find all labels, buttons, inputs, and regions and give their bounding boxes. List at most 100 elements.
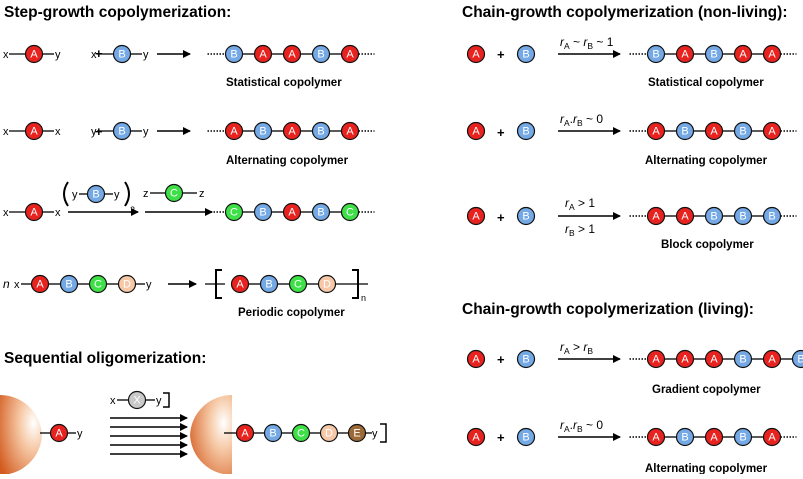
plus-sign: + (497, 352, 505, 367)
rate-condition: rA.rB ~ 0 (560, 112, 603, 128)
monomer-label: B (317, 207, 324, 219)
monomer-label: A (652, 211, 660, 223)
monomer-label: B (768, 211, 775, 223)
monomer-label: B (797, 354, 803, 366)
monomer-label: A (36, 279, 44, 291)
end-group-label: x (14, 279, 20, 291)
monomer-label: A (30, 207, 38, 219)
monomer-label: A (652, 432, 660, 444)
monomer-label: D (123, 279, 131, 291)
monomer-label: A (30, 49, 38, 61)
caption-gradient: Gradient copolymer (652, 384, 761, 396)
monomer-label: A (241, 428, 249, 440)
end-group-label: x (110, 395, 116, 407)
prefix-n: n (3, 277, 10, 291)
monomer-label: B (92, 189, 99, 201)
monomer-label: C (294, 279, 302, 291)
monomer-label: B (522, 49, 529, 61)
monomer-label: B (681, 432, 688, 444)
caption-block: Block copolymer (661, 239, 754, 251)
monomer-label: C (230, 207, 238, 219)
monomer-label: A (681, 211, 689, 223)
monomer-label: C (94, 279, 102, 291)
end-group-label: y (156, 395, 162, 407)
caption-alternating-right-2: Alternating copolymer (645, 463, 768, 474)
caption-alternating-left: Alternating copolymer (226, 155, 349, 167)
monomer-label: A (259, 49, 267, 61)
end-group-label: z (143, 188, 149, 200)
monomer-label: B (259, 207, 266, 219)
end-group-label: y (372, 428, 378, 440)
monomer-label: A (710, 432, 718, 444)
end-group-label: x (3, 207, 9, 219)
monomer-label: A (768, 432, 776, 444)
rate-condition: rB > 1 (565, 222, 595, 238)
monomer-label: A (652, 354, 660, 366)
end-group-label: y (143, 126, 149, 138)
rate-condition: rA > 1 (565, 196, 595, 212)
end-group-label: y (77, 428, 83, 440)
close-paren (125, 182, 129, 206)
subscript-n: n (361, 293, 366, 303)
end-group-label: x (91, 49, 97, 61)
header-chain-living: Chain-growth copolymerization (living): (462, 301, 754, 318)
rate-condition: rA.rB ~ 0 (560, 418, 603, 434)
monomer-label: B (265, 279, 272, 291)
plus-sign: + (497, 210, 505, 225)
protecting-bracket (163, 393, 169, 407)
monomer-label: A (472, 49, 480, 61)
end-group-label: y (114, 189, 120, 201)
substrate-left-shape (0, 395, 42, 474)
rate-condition: rA > rB (560, 340, 593, 356)
monomer-label: C (346, 207, 354, 219)
protecting-bracket (380, 424, 386, 442)
header-sequential: Sequential oligomerization: (4, 350, 206, 367)
end-group-label: x (55, 126, 61, 138)
monomer-label: B (269, 428, 276, 440)
end-group-label: y (72, 189, 78, 201)
monomer-label: B (681, 126, 688, 138)
monomer-label: C (170, 188, 178, 200)
monomer-label: A (768, 126, 776, 138)
monomer-label: B (739, 211, 746, 223)
monomer-label: A (236, 279, 244, 291)
monomer-label: A (30, 126, 38, 138)
open-paren (64, 182, 68, 206)
caption-alternating-right-1: Alternating copolymer (645, 155, 768, 167)
monomer-label: B (230, 49, 237, 61)
monomer-label: B (522, 354, 529, 366)
monomer-label: B (118, 49, 125, 61)
monomer-label: B (522, 432, 529, 444)
plus-sign: + (497, 430, 505, 445)
plus-sign: + (497, 47, 505, 62)
monomer-label: A (288, 207, 296, 219)
monomer-label: A (288, 49, 296, 61)
monomer-label: A (710, 354, 718, 366)
monomer-label: A (472, 354, 480, 366)
monomer-label: A (230, 126, 238, 138)
monomer-label: A (472, 432, 480, 444)
caption-statistical-right: Statistical copolymer (648, 77, 764, 89)
monomer-label: A (768, 354, 776, 366)
monomer-label: A (681, 354, 689, 366)
end-group-label: z (199, 188, 205, 200)
monomer-label: A (681, 49, 689, 61)
caption-statistical-left: Statistical copolymer (226, 77, 342, 89)
substrate-right (190, 395, 232, 474)
end-group-label: x (3, 49, 9, 61)
monomer-label: B (65, 279, 72, 291)
monomer-label: A (472, 126, 480, 138)
monomer-label: B (739, 432, 746, 444)
monomer-label: B (710, 211, 717, 223)
end-group-label: y (146, 279, 152, 291)
monomer-label: A (472, 211, 480, 223)
monomer-label: A (768, 49, 776, 61)
header-chain-nonliving: Chain-growth copolymerization (non-livin… (462, 4, 787, 21)
monomer-label: A (739, 49, 747, 61)
monomer-label: X (133, 395, 141, 407)
rate-condition: rA ~ rB ~ 1 (560, 35, 614, 51)
monomer-label: A (346, 126, 354, 138)
end-group-label: y (91, 126, 97, 138)
